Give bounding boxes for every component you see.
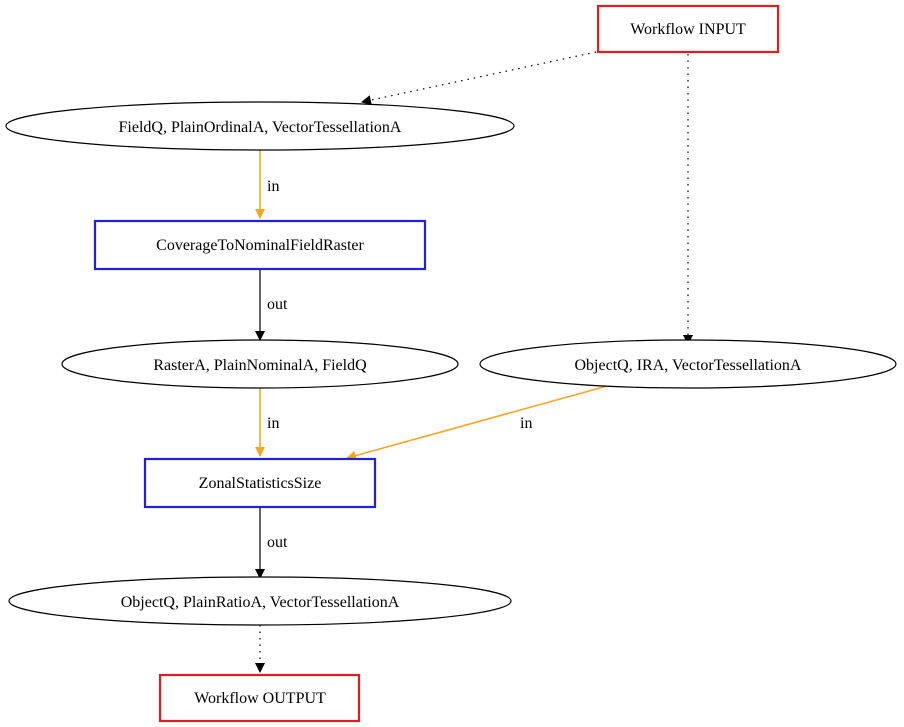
node-fieldq-label: FieldQ, PlainOrdinalA, VectorTessellatio… [119,119,402,136]
node-zonal-tool: ZonalStatisticsSize [143,457,377,509]
node-fieldq: FieldQ, PlainOrdinalA, VectorTessellatio… [5,101,515,151]
edge-ira-to-zonal [346,385,608,461]
node-objectq-ira-label: ObjectQ, IRA, VectorTessellationA [575,357,802,374]
node-objectq-ratio-label: ObjectQ, PlainRatioA, VectorTessellation… [121,594,400,611]
node-coverage-tool: CoverageToNominalFieldRaster [93,219,427,271]
edge-label-ira-to-zonal: in [520,415,532,432]
node-coverage-tool-label: CoverageToNominalFieldRaster [156,237,364,254]
node-objectq-ira: ObjectQ, IRA, VectorTessellationA [479,339,897,389]
edge-label-fieldq-to-coverage: in [267,178,279,195]
node-workflow-input-label: Workflow INPUT [630,21,746,38]
edge-input-to-fieldq [361,51,597,106]
edge-label-coverage-to-raster: out [267,296,288,313]
node-workflow-input: Workflow INPUT [596,4,780,54]
edge-label-raster-to-zonal: in [267,415,279,432]
node-workflow-output: Workflow OUTPUT [158,673,361,723]
node-objectq-ratio: ObjectQ, PlainRatioA, VectorTessellation… [8,576,512,626]
node-workflow-output-label: Workflow OUTPUT [194,690,326,707]
edge-label-zonal-to-ratio: out [267,534,288,551]
node-zonal-tool-label: ZonalStatisticsSize [199,475,322,492]
node-raster: RasterA, PlainNominalA, FieldQ [61,339,459,389]
node-raster-label: RasterA, PlainNominalA, FieldQ [153,357,367,374]
